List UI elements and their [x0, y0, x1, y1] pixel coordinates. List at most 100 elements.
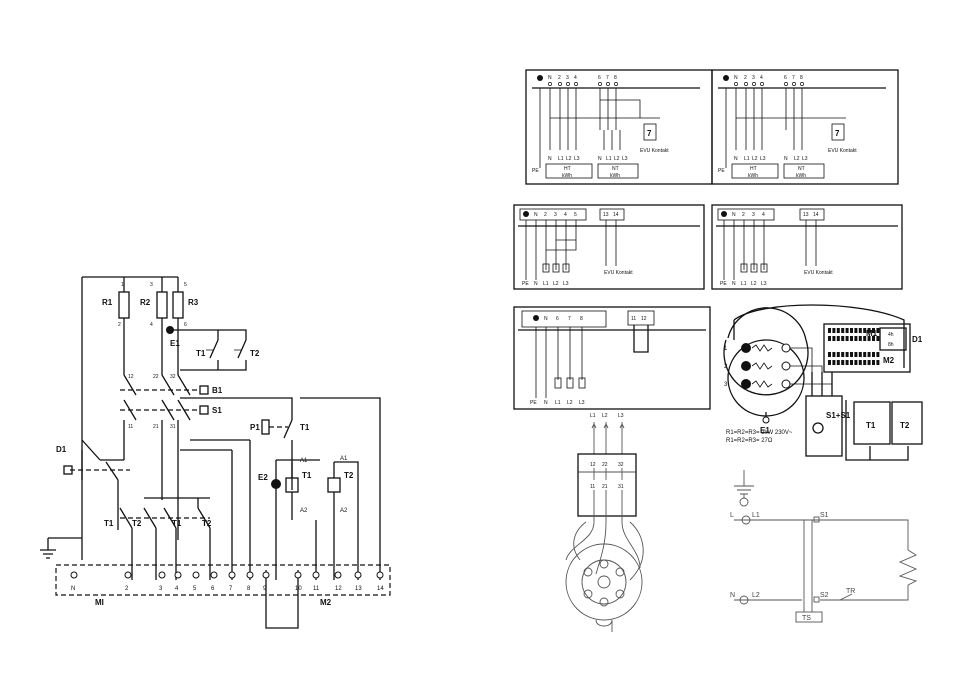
contactor-terminal	[841, 336, 845, 341]
wiring_top_b-bottom-label: N	[784, 156, 788, 162]
wiring-mid-b-frame	[711, 204, 903, 290]
wiring_small-bottom-label: L2	[567, 400, 573, 406]
label-e2: E2	[258, 473, 268, 482]
timer-4h: 4h	[888, 332, 894, 338]
wiring_top_a-bottom-label: N	[548, 156, 552, 162]
wiring_top_a-terminal-label: 6	[598, 75, 601, 81]
wiring_small-bottom-label: PE	[530, 400, 537, 406]
d1-actuator	[63, 465, 73, 475]
heater-top-contact: 22	[602, 462, 608, 468]
wiring_top_b-terminal	[792, 82, 796, 86]
contactor-terminal	[872, 352, 875, 357]
wiring_top_b-bottom-label: L2	[752, 156, 758, 162]
wiring-top-b-kwh-ht: kWh	[748, 173, 758, 179]
wiring-mid-b-evu-label: EVU Kontakt	[804, 270, 833, 276]
bottom-terminal-6: 6	[184, 322, 187, 328]
wiring_small-bottom-label: L3	[579, 400, 585, 406]
strip-terminal-7	[228, 571, 236, 579]
wiring_top_b-bottom-label: N	[734, 156, 738, 162]
strip-terminal-label-N: N	[71, 586, 75, 592]
contactor-terminal	[845, 352, 849, 357]
contactor-terminal	[836, 360, 840, 365]
label-t1-coil: T1	[302, 471, 312, 480]
strip-terminal-11	[312, 571, 320, 579]
label-lower-t1b: T1	[172, 519, 182, 528]
heater-terminal	[741, 361, 751, 371]
wiring_mid_b-bottom-label: PE	[720, 281, 727, 287]
left-schematic: 1 3 5 R1 R2 R3 2 4 6 E1 T1 T2 12 22 32 B…	[40, 276, 391, 629]
wiring-mid-a-evu-block	[599, 208, 625, 221]
wiring_top_b-bottom-label: L3	[802, 156, 808, 162]
cl-label-e1: E1	[760, 426, 770, 435]
wiring_top_b-bottom-label: L1	[744, 156, 750, 162]
wiring_top_a-bottom-label: L2	[614, 156, 620, 162]
strip-terminal-label-8: 8	[247, 586, 251, 592]
contactor-terminal	[876, 360, 880, 365]
wiring-mid-a-frame	[513, 204, 705, 290]
contactor-terminal	[841, 360, 845, 365]
strip-terminal-4	[174, 571, 182, 579]
wiring_top_a-terminal-label: 2	[558, 75, 561, 81]
timer-8h: 8h	[888, 342, 894, 348]
strip-terminal-label-7: 7	[229, 586, 233, 592]
wiring_top_b-terminal-label: 6	[784, 75, 787, 81]
label-s1: S1	[212, 406, 222, 415]
contactor-terminal	[836, 328, 840, 333]
top-terminal-3: 3	[150, 282, 153, 288]
contactor-terminal	[828, 336, 831, 341]
label-upper-t2: T2	[250, 349, 260, 358]
contactor-terminal	[828, 360, 831, 365]
contactor-terminal	[854, 336, 858, 341]
wiring-top-b-ht: HT	[750, 166, 757, 172]
contact-12: 12	[128, 374, 134, 380]
heater-terminal-end	[781, 361, 791, 371]
strip-terminal-label-3: 3	[159, 586, 163, 592]
wiring_top_b-terminal-label: 2	[744, 75, 747, 81]
contactor-terminal	[867, 328, 871, 333]
wiring_top_a-bottom-label: L1	[606, 156, 612, 162]
thermostat-box	[795, 611, 823, 623]
wiring_mid_b-earth-terminal	[721, 211, 727, 217]
strip-terminal-label-12: 12	[335, 586, 342, 592]
heater-terminal	[741, 379, 751, 389]
sp-label-tr: TR	[846, 588, 855, 595]
wiring_top_b-terminal-label: 4	[760, 75, 763, 81]
contact-21: 21	[153, 424, 159, 430]
wiring_top_a-terminal-label: 4	[574, 75, 577, 81]
wiring_small-evu-terminal-label: 11	[631, 316, 636, 322]
sp-label-s1: S1	[820, 512, 829, 519]
wiring_small-terminal-label: N	[544, 316, 548, 322]
wiring_top_b-terminal-label: 3	[752, 75, 755, 81]
wiring_top_a-bottom-label: L2	[566, 156, 572, 162]
wiring_top_b-terminal	[734, 82, 738, 86]
contactor-terminal	[858, 328, 862, 333]
contactor-terminal	[858, 352, 862, 357]
strip-terminal-6	[210, 571, 218, 579]
contactor-terminal	[872, 328, 875, 333]
wiring_small-bottom-label: L1	[555, 400, 561, 406]
contactor-terminal	[841, 328, 845, 333]
strip-terminal-2	[124, 571, 132, 579]
heater-terminal-end	[781, 343, 791, 353]
wiring_mid_b-evu-terminal-label: 13	[803, 212, 809, 218]
wiring-top-a-relay	[643, 123, 657, 141]
strip-terminal-13	[354, 571, 362, 579]
contactor-terminal	[850, 336, 853, 341]
wiring-mid-b-terminal-block	[717, 208, 775, 221]
heater-bottom-contact: 11	[590, 484, 595, 490]
contactor-terminal	[867, 352, 871, 357]
label-b1: B1	[212, 386, 223, 395]
sp-label-n: N	[730, 592, 735, 599]
wiring_mid_a-terminal-label: 5	[574, 212, 577, 218]
cl-row-label: 3	[724, 382, 728, 388]
